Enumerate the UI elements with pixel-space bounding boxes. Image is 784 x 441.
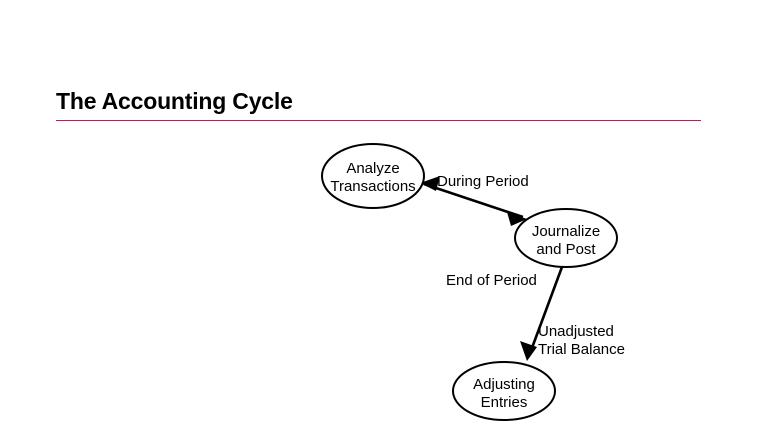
arrow-head-to-journalize-and-post [507,212,527,226]
edge-label-end-of-period: End of Period [446,272,537,289]
node-adjusting-entries-label-line2: Entries [481,394,528,411]
edge-label-unadjusted-trial-balance-line2: Trial Balance [538,341,625,358]
edge-during-period-line [423,182,524,219]
node-analyze-transactions-label-line2: Transactions [330,178,415,195]
edge-end-of-period: End of Period Unadjusted Trial Balance [446,266,625,361]
node-adjusting-entries[interactable]: Adjusting Entries [452,361,556,421]
title-underline-rule [56,120,701,121]
node-analyze-transactions-label-line1: Analyze [346,160,399,177]
arrow-head-to-analyze-transactions [420,176,440,191]
node-journalize-and-post-ellipse[interactable] [514,208,618,268]
edge-during-period: During Period [420,173,529,226]
node-adjusting-entries-ellipse[interactable] [452,361,556,421]
edge-label-unadjusted-trial-balance-line1: Unadjusted [538,323,614,340]
edge-label-during-period: During Period [437,173,529,190]
node-journalize-and-post[interactable]: Journalize and Post [514,208,618,268]
node-journalize-and-post-label-line1: Journalize [532,223,600,240]
node-journalize-and-post-label-line2: and Post [536,241,596,258]
arrow-head-to-adjusting-entries [520,341,537,361]
node-analyze-transactions[interactable]: Analyze Transactions [321,143,425,209]
edge-end-of-period-line [527,266,564,357]
title-block: The Accounting Cycle [56,88,701,115]
node-adjusting-entries-label-line1: Adjusting [473,376,535,393]
page-title: The Accounting Cycle [56,88,293,114]
node-analyze-transactions-ellipse[interactable] [321,143,425,209]
